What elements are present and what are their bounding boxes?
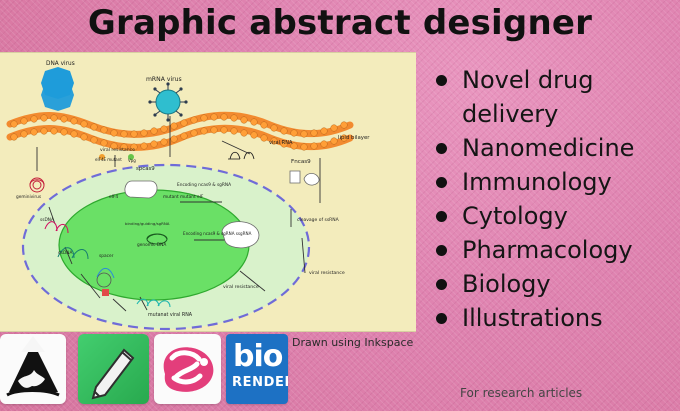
mutant-eif-label: mutant eIF	[180, 194, 204, 200]
nucleus-green	[59, 190, 249, 300]
page-title: Graphic abstract designer	[87, 3, 593, 43]
topic-label: Nanomedicine	[462, 134, 635, 162]
dna-virus-icon	[41, 67, 74, 111]
bullet-dot	[436, 177, 447, 188]
fncas9-label: Fncas9	[291, 159, 311, 165]
topic-item: Illustrations	[432, 301, 662, 335]
topic-item: Biology	[432, 267, 662, 301]
tools-caption: Drawn using Inkspace	[292, 336, 414, 349]
topic-label: delivery	[462, 100, 559, 128]
bullet-dot	[436, 313, 447, 324]
encoding-top-label: Encoding ncas9 & sgRNA	[177, 182, 231, 188]
dsdna-label: dsDNA	[58, 250, 72, 256]
topic-label: Illustrations	[462, 304, 603, 332]
ssdna-strand-icon	[44, 221, 69, 234]
topic-item: Pharmacology	[432, 233, 662, 267]
dsdna-strand-icon	[57, 247, 89, 260]
membrane-dots	[10, 113, 348, 151]
figure-labels: DNA virus mRNA virus lipid bilayer viral…	[16, 61, 370, 318]
topic-item: delivery	[432, 97, 662, 131]
topic-item: Nanomedicine	[432, 131, 662, 165]
mrna-virus-icon	[148, 82, 188, 122]
dna-virus-label: DNA virus	[46, 61, 75, 67]
tool-logos: bio RENDER	[0, 334, 300, 411]
eif4-label: eIF4	[109, 194, 118, 200]
flow-arrows	[36, 116, 321, 312]
vpg-label: Vpg	[128, 158, 136, 163]
topic-label: Pharmacology	[462, 236, 633, 264]
topic-item: Novel drug	[432, 63, 662, 97]
topic-label: Biology	[462, 270, 551, 298]
genomic-dna-icon	[146, 233, 168, 245]
scribble-logo	[154, 334, 221, 404]
topic-list: Novel drug delivery Nanomedicine Immunol…	[432, 63, 662, 335]
viral-rna-icon	[228, 151, 255, 160]
eif4e-mutant-label: eIF4E mutant	[95, 157, 122, 162]
viral-resistance-top-label: viral resistance	[100, 147, 135, 153]
inkscape-icon	[6, 336, 60, 397]
biorender-bottom-text: RENDER	[232, 375, 288, 390]
footer-note: For research articles	[460, 386, 583, 400]
pencil-app-logo	[78, 334, 149, 404]
mutant-label: mutant	[163, 194, 179, 200]
topic-label: Immunology	[462, 168, 612, 196]
cleavage-label: cleavage of ssRNA	[297, 217, 340, 223]
topic-label: Cytology	[462, 202, 568, 230]
biorender-top-text: bio	[233, 339, 283, 374]
geminivirus-label: geminivirus	[16, 194, 42, 200]
topic-item: Cytology	[432, 199, 662, 233]
encoding-mid-label: Encoding ncas9 & sgRNA ssgRNA	[183, 231, 252, 236]
bullet-dot	[436, 143, 447, 154]
ssdna-label: ssDNA	[40, 217, 54, 223]
mrna-virus-label: mRNA virus	[146, 76, 182, 83]
viral-resistance-bottom-label: viral resistance	[223, 284, 259, 290]
genomic-dna-label: genomic DNA	[137, 242, 166, 248]
bullet-dot	[436, 245, 447, 256]
targeting-small-label: binding/guiding/sgRNA	[125, 221, 170, 226]
topic-item: Immunology	[432, 165, 662, 199]
biorender-logo: bio RENDER	[226, 334, 288, 404]
spacer-icon	[96, 268, 115, 296]
geminivirus-icon	[29, 177, 45, 193]
spcas9-label: spcas9	[136, 166, 155, 172]
graphic-abstract-illustration: DNA virus mRNA virus lipid bilayer viral…	[0, 53, 416, 331]
viral-resistance-right-label: viral resistance	[309, 270, 345, 276]
bullet-dot	[436, 279, 447, 290]
lipid-bilayer-label: lipid bilayer	[338, 135, 370, 141]
scribble-icon	[163, 347, 214, 392]
inkscape-logo	[0, 334, 66, 404]
mutant-viral-rna-icon	[136, 298, 171, 308]
viral-resistance-markers	[99, 154, 134, 160]
topic-label: Novel drug	[462, 66, 594, 94]
spacer-label: spacer	[99, 253, 114, 259]
cas9-complex-icon	[124, 170, 320, 249]
viral-rna-label: viral RNA	[269, 140, 293, 146]
bullet-dot	[436, 75, 447, 86]
graphic-abstract-figure: DNA virus mRNA virus lipid bilayer viral…	[0, 52, 416, 332]
pencil-icon	[91, 348, 135, 400]
mutanat-viral-rna-label: mutanat viral RNA	[148, 312, 193, 318]
bullet-dot	[436, 211, 447, 222]
